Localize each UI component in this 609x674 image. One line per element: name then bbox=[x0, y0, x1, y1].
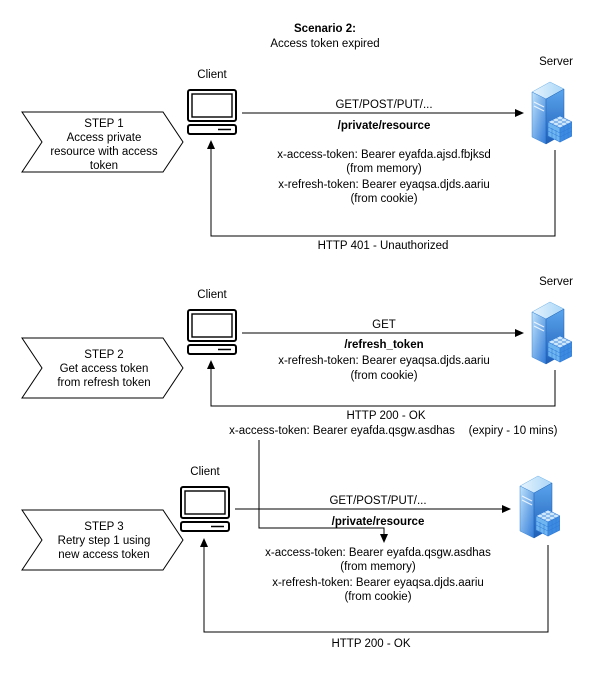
step-1-label-line: Access private bbox=[67, 132, 142, 144]
step-1-chevron bbox=[21, 111, 184, 173]
header-line: x-access-token: Bearer eyafda.ajsd.fbjks… bbox=[277, 149, 491, 161]
response-arrow bbox=[203, 545, 549, 633]
client-computer-icon bbox=[187, 89, 237, 135]
arrow-head bbox=[515, 329, 524, 337]
step-1-label-line: resource with access bbox=[50, 146, 158, 158]
header-line: (from cookie) bbox=[350, 370, 417, 382]
arrow-head bbox=[200, 538, 208, 547]
response-status: HTTP 401 - Unauthorized bbox=[318, 240, 449, 252]
step-2-chevron bbox=[21, 337, 184, 399]
step-1-section: STEP 1 Access private resource with acce… bbox=[21, 56, 573, 252]
client-computer-icon bbox=[180, 486, 230, 532]
client-label: Client bbox=[197, 289, 227, 301]
response-token: x-access-token: Bearer eyafda.qsgw.asdha… bbox=[229, 425, 455, 437]
request-method: GET bbox=[372, 319, 396, 331]
step-2-label-line: from refresh token bbox=[57, 377, 150, 389]
client-label: Client bbox=[190, 466, 220, 478]
request-method: GET/POST/PUT/... bbox=[329, 495, 426, 507]
client-label: Client bbox=[197, 69, 227, 81]
server-label: Server bbox=[539, 276, 573, 288]
step-2-section: STEP 2 Get access token from refresh tok… bbox=[21, 276, 573, 437]
request-path: /private/resource bbox=[332, 516, 425, 528]
step-1-label-line: STEP 1 bbox=[84, 118, 123, 130]
step-1-label-line: token bbox=[90, 160, 118, 172]
response-status: HTTP 200 - OK bbox=[346, 410, 425, 422]
response-arrow bbox=[210, 148, 556, 237]
response-status: HTTP 200 - OK bbox=[331, 638, 410, 650]
header-line: (from cookie) bbox=[350, 193, 417, 205]
header-line: x-refresh-token: Bearer eyaqsa.djds.aari… bbox=[272, 577, 484, 589]
step-2-label-line: Get access token bbox=[60, 363, 149, 375]
token-flow-connector bbox=[258, 440, 385, 535]
header-line: (from cookie) bbox=[344, 591, 411, 603]
header-line: x-access-token: Bearer eyafda.qsgw.asdha… bbox=[265, 547, 491, 559]
request-path: /private/resource bbox=[338, 120, 431, 132]
response-arrow bbox=[210, 368, 556, 407]
header-line: (from memory) bbox=[340, 561, 416, 573]
arrow-head bbox=[380, 534, 388, 543]
client-computer-icon bbox=[187, 309, 237, 355]
server-label: Server bbox=[539, 56, 573, 68]
step-3-label-line: new access token bbox=[58, 549, 149, 561]
arrow-head bbox=[207, 140, 215, 149]
response-expiry: (expiry - 10 mins) bbox=[469, 425, 558, 437]
arrow-head bbox=[502, 505, 511, 513]
step-3-section: STEP 3 Retry step 1 using new access tok… bbox=[21, 466, 560, 650]
step-3-chevron bbox=[21, 509, 184, 571]
header-line: (from memory) bbox=[346, 163, 422, 175]
arrow-head bbox=[515, 109, 524, 117]
server-icon bbox=[531, 81, 572, 145]
title-line1: Scenario 2: bbox=[294, 23, 356, 35]
arrow-head bbox=[207, 360, 215, 369]
step-3-label-line: Retry step 1 using bbox=[58, 535, 151, 547]
title-line2: Access token expired bbox=[270, 38, 379, 50]
header-line: x-refresh-token: Bearer eyaqsa.djds.aari… bbox=[278, 355, 490, 367]
server-icon bbox=[519, 475, 560, 539]
request-method: GET/POST/PUT/... bbox=[335, 99, 432, 111]
header-line: x-refresh-token: Bearer eyaqsa.djds.aari… bbox=[278, 179, 490, 191]
step-3-label-line: STEP 3 bbox=[84, 521, 123, 533]
request-path: /refresh_token bbox=[344, 339, 423, 351]
step-2-label-line: STEP 2 bbox=[84, 349, 123, 361]
server-icon bbox=[531, 301, 572, 365]
